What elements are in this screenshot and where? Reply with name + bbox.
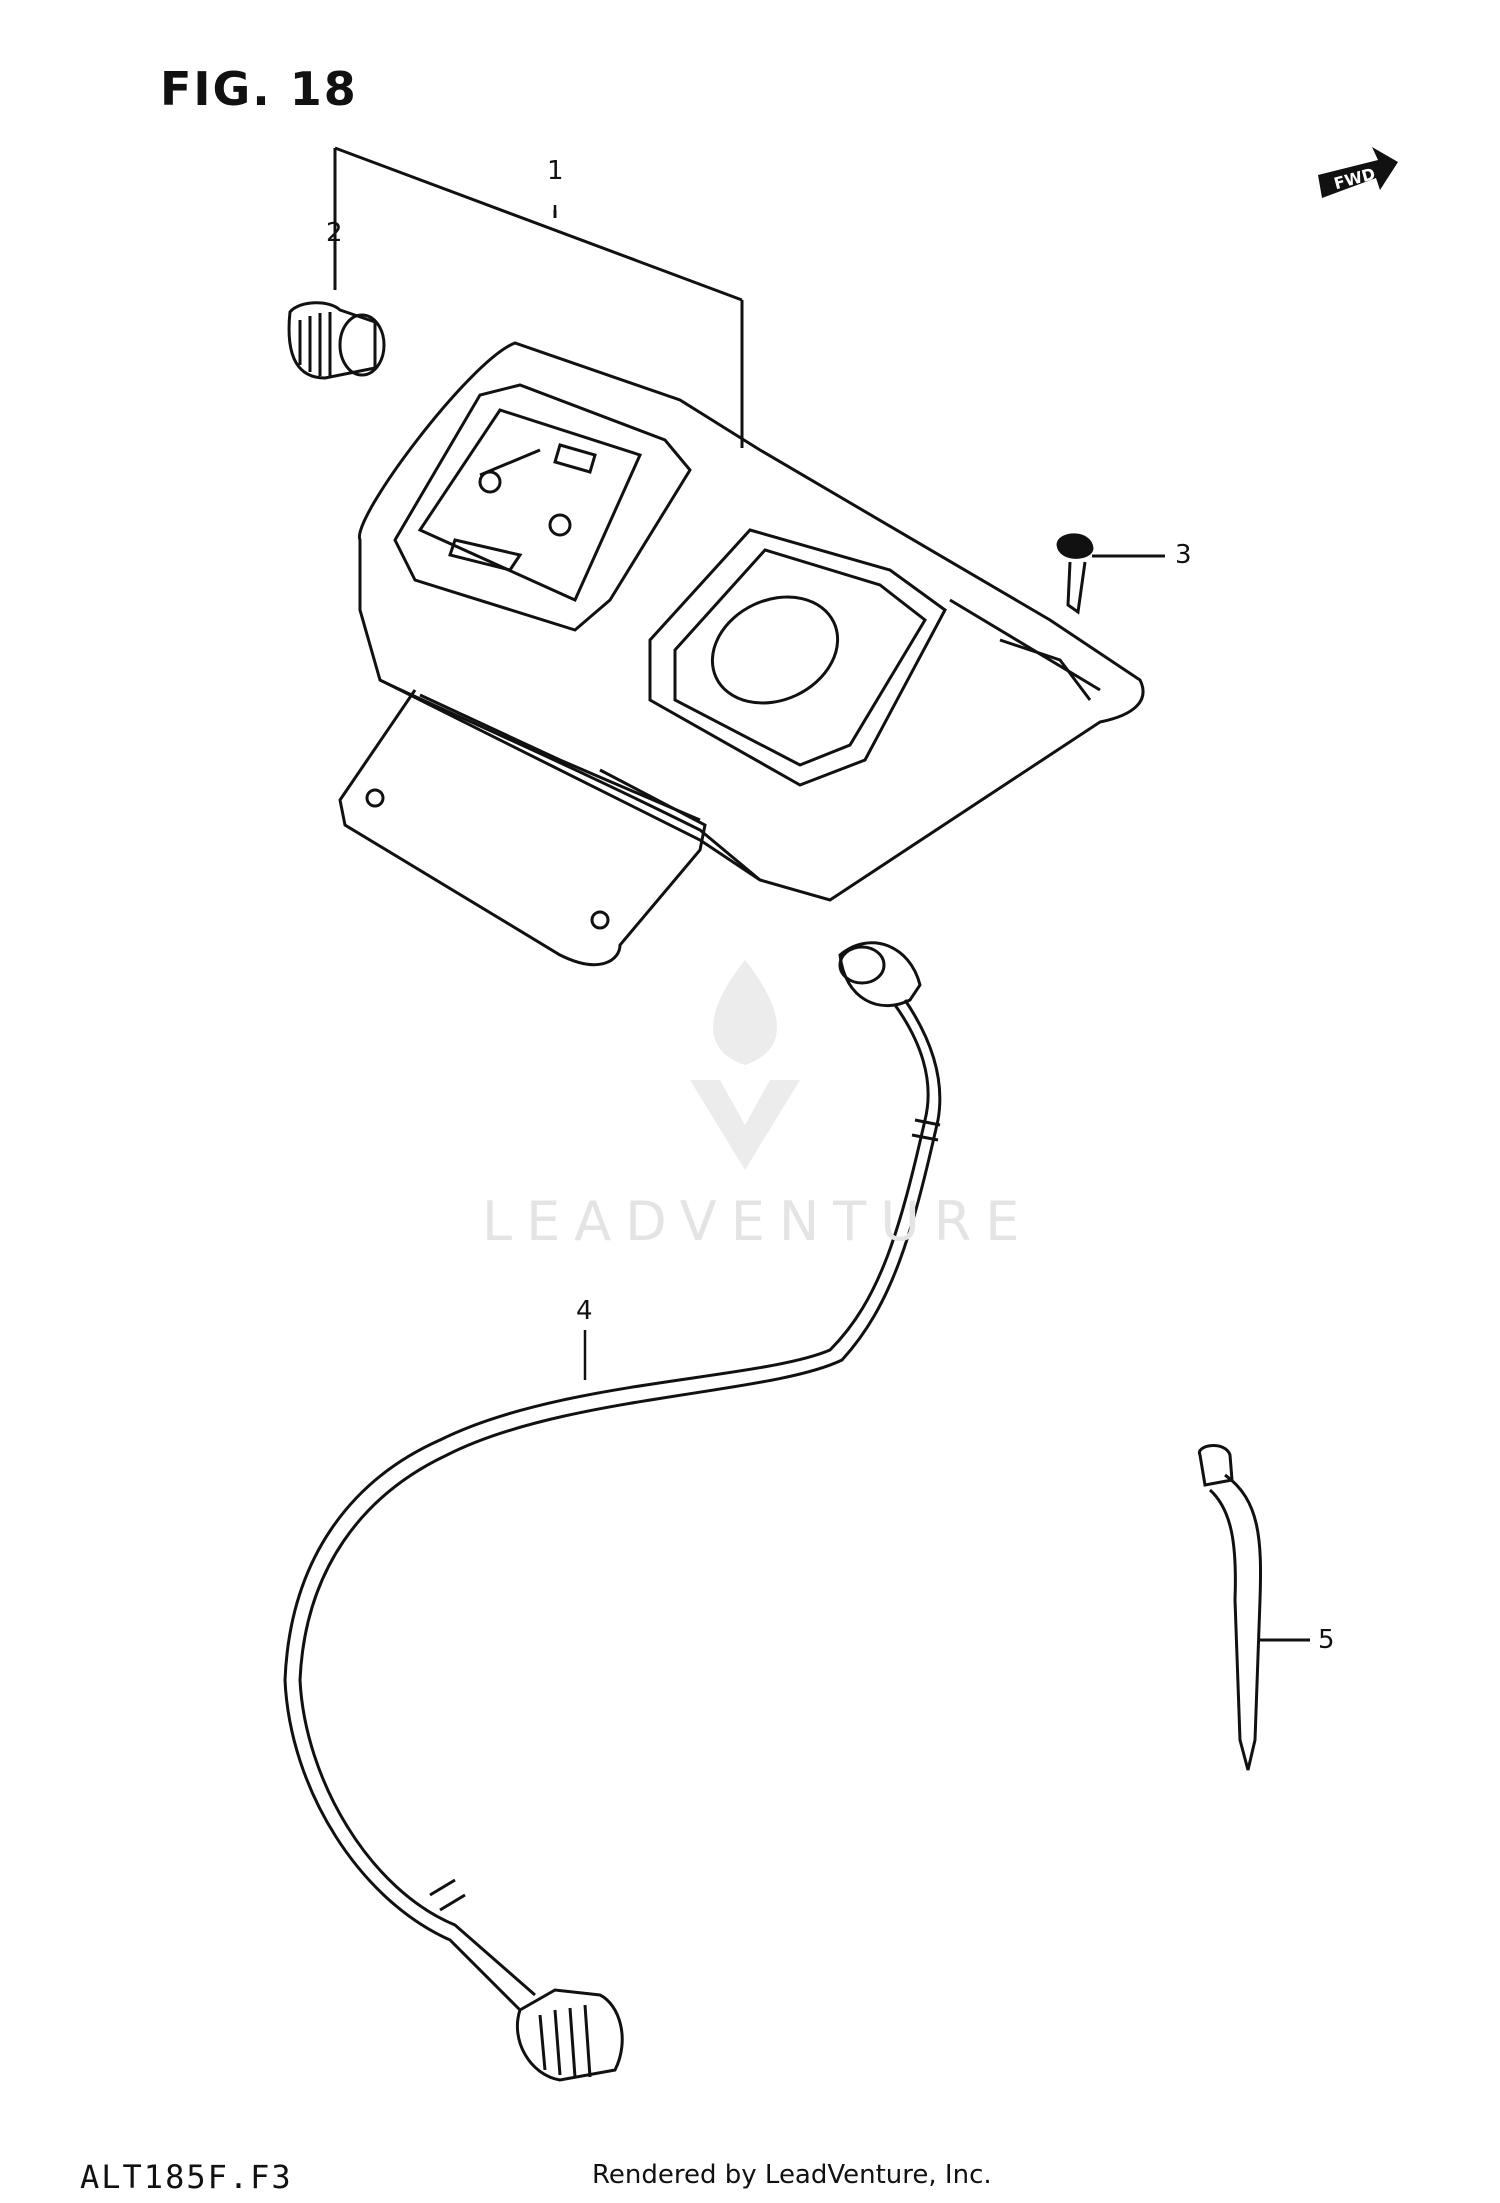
figure-title: FIG. 18 — [160, 62, 358, 116]
callout-4: 4 — [576, 1296, 593, 1326]
mounting-bracket — [338, 689, 707, 966]
callout-3: 3 — [1175, 540, 1192, 570]
fwd-label: FWD — [1332, 164, 1377, 193]
watermark-text: LEADVENTURE — [482, 1190, 1034, 1253]
fwd-arrow-icon: FWD — [1318, 147, 1398, 198]
callout-1: 1 — [547, 156, 564, 186]
callout-2: 2 — [326, 218, 343, 248]
callout-1-bracket — [333, 146, 744, 448]
callout-5: 5 — [1318, 1625, 1335, 1655]
tie-strap-part — [1198, 1444, 1310, 1771]
screw-part — [1056, 533, 1165, 615]
model-code: ALT185F.F3 — [80, 2158, 293, 2196]
meter-housing-part — [358, 341, 1145, 902]
render-credit: Rendered by LeadVenture, Inc. — [592, 2160, 992, 2190]
bulb-socket-part — [287, 301, 386, 380]
watermark-logo — [690, 960, 800, 1170]
speedometer-cable-part — [283, 941, 942, 2082]
leader-lines — [333, 205, 587, 1380]
